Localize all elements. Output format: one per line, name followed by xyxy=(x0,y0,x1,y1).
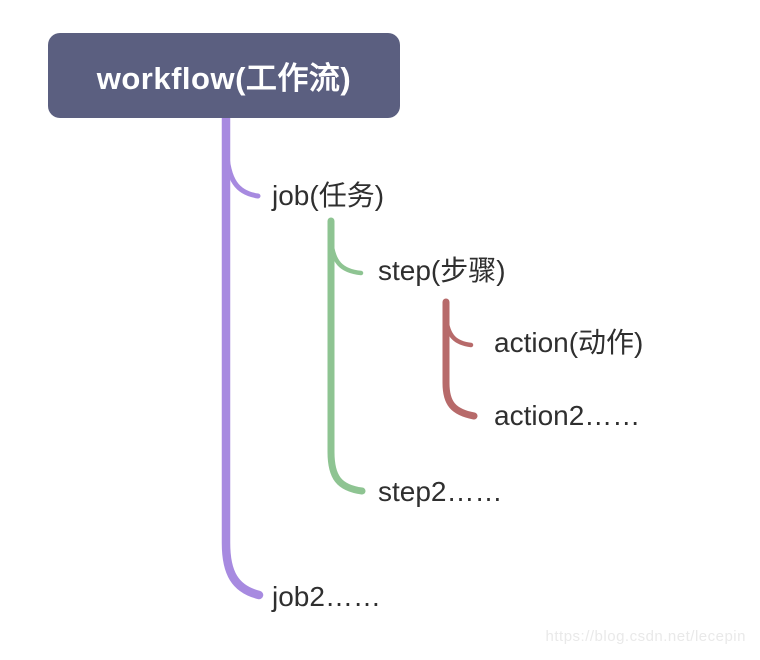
node-job[interactable]: job(任务) xyxy=(272,180,385,211)
connector-job-to-step xyxy=(328,237,364,276)
connector-root-to-job2 xyxy=(221,110,264,600)
connector-step-to-action2 xyxy=(442,298,478,420)
node-action[interactable]: action(动作) xyxy=(494,327,644,358)
node-step[interactable]: step(步骤) xyxy=(378,255,506,286)
node-action2[interactable]: action2…… xyxy=(494,400,641,431)
node-job2[interactable]: job2…… xyxy=(272,581,381,612)
node-step2[interactable]: step2…… xyxy=(378,476,503,507)
watermark-text: https://blog.csdn.net/lecepin xyxy=(545,628,746,645)
connector-step-to-action xyxy=(443,315,474,348)
connector-root-to-job xyxy=(224,147,261,199)
connector-job-to-step2 xyxy=(327,217,366,495)
root-node-workflow[interactable]: workflow(工作流) xyxy=(48,33,400,118)
root-node-label: workflow(工作流) xyxy=(96,61,352,96)
